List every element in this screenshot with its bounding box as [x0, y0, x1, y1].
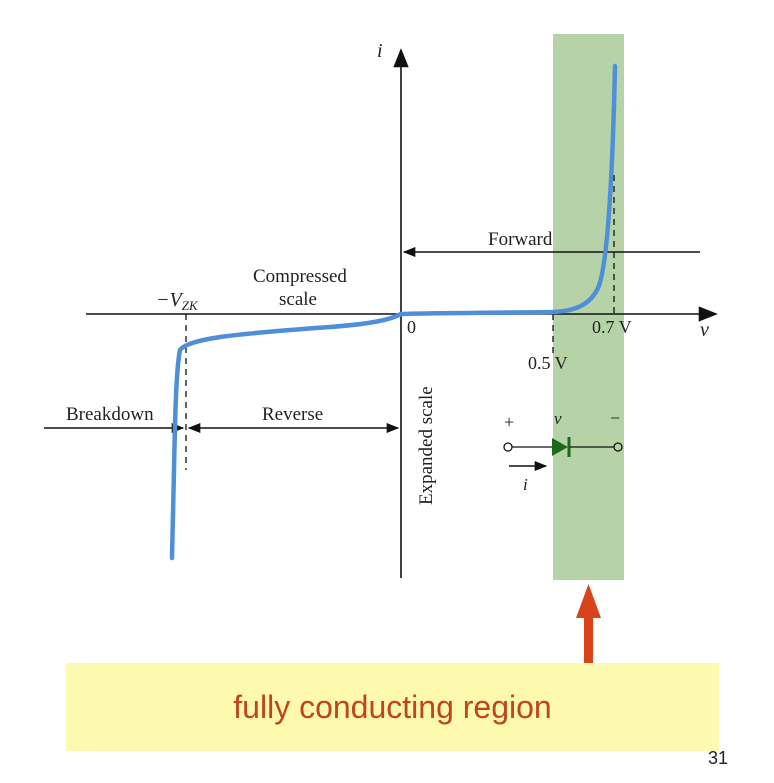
i-axis-label: i	[377, 40, 383, 62]
callout-box: fully conducting region	[66, 663, 719, 751]
diode-triangle-icon	[552, 438, 568, 456]
v-axis-label: v	[700, 319, 709, 341]
diode-minus-label: −	[610, 408, 620, 428]
neg-vzk-main: −V	[156, 289, 184, 311]
diode-v-label: v	[554, 409, 562, 428]
callout-arrow-head	[576, 584, 601, 618]
reverse-label: Reverse	[262, 404, 323, 425]
callout-text: fully conducting region	[233, 688, 552, 725]
callout-arrow-shaft	[584, 614, 593, 666]
diode-terminal-left	[503, 442, 513, 452]
iv-curve	[169, 63, 618, 561]
origin-label: 0	[407, 317, 416, 337]
neg-vzk-label: −VZK	[156, 289, 199, 313]
breakdown-label: Breakdown	[66, 404, 154, 425]
neg-vzk-sub: ZK	[182, 298, 199, 313]
compressed-scale-line1: Compressed	[253, 266, 347, 287]
diode-terminal-right	[613, 442, 623, 452]
forward-label: Forward	[488, 229, 553, 250]
compressed-scale-line2: scale	[279, 289, 317, 310]
v05-label: 0.5 V	[528, 353, 568, 373]
v07-label: 0.7 V	[592, 317, 632, 337]
diode-plus-label: +	[504, 412, 514, 432]
expanded-scale-label: Expanded scale	[416, 386, 437, 505]
page-number: 31	[708, 748, 729, 768]
diode-i-label: i	[523, 475, 528, 494]
